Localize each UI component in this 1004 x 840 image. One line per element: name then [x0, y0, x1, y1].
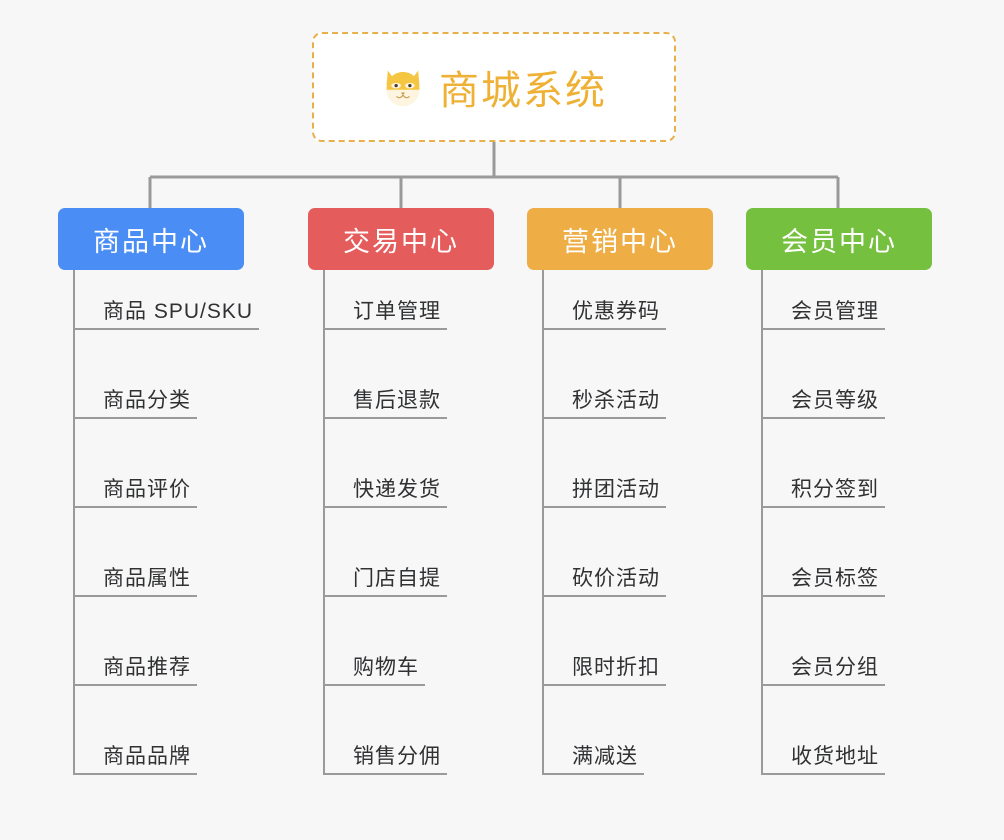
leaf-item-label: 商品推荐 — [103, 656, 191, 679]
root-title: 商城系统 — [439, 69, 607, 113]
branch-column-member: 会员中心 会员管理会员等级积分签到会员标签会员分组收货地址 — [746, 208, 932, 777]
leaf-item[interactable]: 满减送 — [542, 745, 644, 775]
leaf-item[interactable]: 会员标签 — [761, 567, 885, 597]
branch-items-product: 商品 SPU/SKU 商品分类商品评价商品属性商品推荐商品品牌 — [58, 270, 259, 777]
shiba-dog-face-icon — [381, 65, 425, 109]
branch-column-trade: 交易中心 订单管理售后退款快递发货门店自提购物车销售分佣 — [308, 208, 494, 777]
leaf-item-label: 购物车 — [353, 656, 419, 679]
leaf-item[interactable]: 优惠券码 — [542, 300, 666, 330]
leaf-item[interactable]: 秒杀活动 — [542, 389, 666, 419]
leaf-item-label: 会员分组 — [791, 656, 879, 679]
leaf-item-label: 商品品牌 — [103, 745, 191, 768]
branch-items-member: 会员管理会员等级积分签到会员标签会员分组收货地址 — [746, 270, 932, 777]
leaf-item-label: 快递发货 — [353, 478, 441, 501]
leaf-item[interactable]: 商品品牌 — [73, 745, 197, 775]
branch-items-marketing: 优惠券码秒杀活动拼团活动砍价活动限时折扣满减送 — [527, 270, 713, 777]
leaf-item-label: 满减送 — [572, 745, 638, 768]
leaf-item-label: 商品评价 — [103, 478, 191, 501]
leaf-item-label: 收货地址 — [791, 745, 879, 768]
leaf-item-label: 秒杀活动 — [572, 389, 660, 412]
branch-spine-member — [761, 270, 763, 773]
leaf-item[interactable]: 快递发货 — [323, 478, 447, 508]
leaf-item-label: 会员标签 — [791, 567, 879, 590]
leaf-item[interactable]: 砍价活动 — [542, 567, 666, 597]
leaf-item-label: 商品分类 — [103, 389, 191, 412]
branch-items-trade: 订单管理售后退款快递发货门店自提购物车销售分佣 — [308, 270, 494, 777]
leaf-item[interactable]: 会员分组 — [761, 656, 885, 686]
leaf-item[interactable]: 商品分类 — [73, 389, 197, 419]
branch-spine-product — [73, 270, 75, 773]
leaf-item-label: 拼团活动 — [572, 478, 660, 501]
leaf-item-label: 订单管理 — [353, 300, 441, 323]
root-node[interactable]: 商城系统 — [312, 32, 676, 142]
leaf-item[interactable]: 商品属性 — [73, 567, 197, 597]
leaf-item-label: 售后退款 — [353, 389, 441, 412]
leaf-item-label: 商品属性 — [103, 567, 191, 590]
leaf-item-label: 积分签到 — [791, 478, 879, 501]
leaf-item[interactable]: 限时折扣 — [542, 656, 666, 686]
branch-header-trade[interactable]: 交易中心 — [308, 208, 494, 270]
leaf-item[interactable]: 商品评价 — [73, 478, 197, 508]
leaf-item-label: 会员管理 — [791, 300, 879, 323]
leaf-item-label: 砍价活动 — [572, 567, 660, 590]
leaf-item-label: 商品 SPU/SKU — [103, 300, 254, 323]
leaf-item[interactable]: 拼团活动 — [542, 478, 666, 508]
leaf-item[interactable]: 收货地址 — [761, 745, 885, 775]
branch-spine-marketing — [542, 270, 544, 773]
leaf-item[interactable]: 会员等级 — [761, 389, 885, 419]
branch-column-marketing: 营销中心 优惠券码秒杀活动拼团活动砍价活动限时折扣满减送 — [527, 208, 713, 777]
leaf-item-label: 优惠券码 — [572, 300, 660, 323]
leaf-item-label: 销售分佣 — [353, 745, 441, 768]
leaf-item[interactable]: 订单管理 — [323, 300, 447, 330]
leaf-item[interactable]: 购物车 — [323, 656, 425, 686]
leaf-item[interactable]: 售后退款 — [323, 389, 447, 419]
branch-column-product: 商品中心 商品 SPU/SKU 商品分类商品评价商品属性商品推荐商品品牌 — [58, 208, 259, 777]
leaf-item[interactable]: 会员管理 — [761, 300, 885, 330]
branch-header-product[interactable]: 商品中心 — [58, 208, 244, 270]
branch-header-member[interactable]: 会员中心 — [746, 208, 932, 270]
branch-spine-trade — [323, 270, 325, 773]
leaf-item[interactable]: 商品 SPU/SKU — [73, 300, 259, 330]
leaf-item[interactable]: 积分签到 — [761, 478, 885, 508]
branch-header-marketing[interactable]: 营销中心 — [527, 208, 713, 270]
leaf-item-label: 限时折扣 — [572, 656, 660, 679]
leaf-item[interactable]: 销售分佣 — [323, 745, 447, 775]
leaf-item-label: 会员等级 — [791, 389, 879, 412]
leaf-item-label: 门店自提 — [353, 567, 441, 590]
leaf-item[interactable]: 商品推荐 — [73, 656, 197, 686]
leaf-item[interactable]: 门店自提 — [323, 567, 447, 597]
